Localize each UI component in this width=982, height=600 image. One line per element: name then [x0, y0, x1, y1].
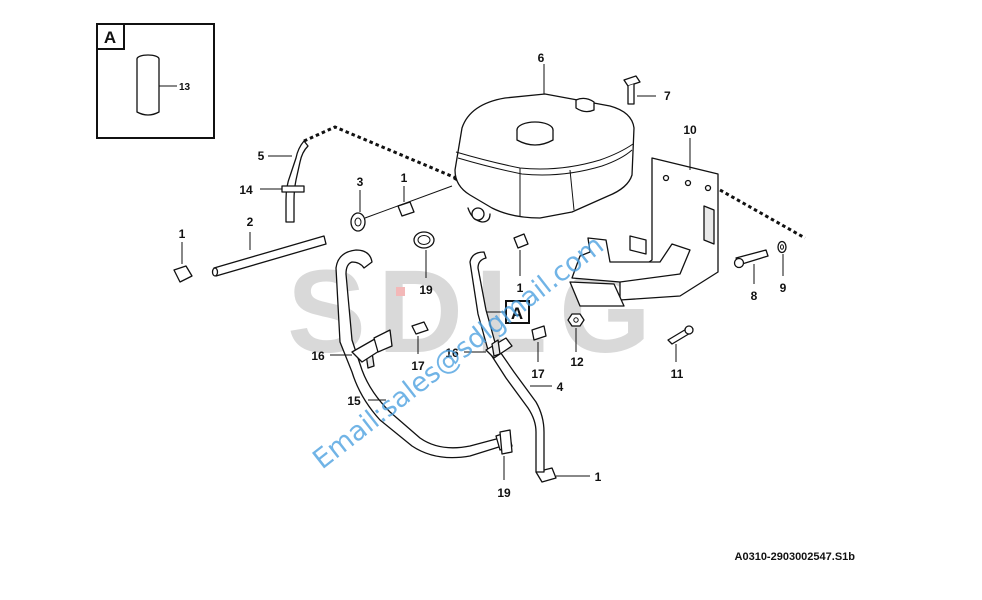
callout-4: 4 — [557, 380, 564, 394]
bolt-11 — [667, 325, 694, 362]
callout-16-right: 16 — [445, 346, 459, 360]
callout-5: 5 — [258, 149, 265, 163]
expansion-tank — [454, 64, 635, 223]
callout-12: 12 — [570, 355, 584, 369]
callout-9: 9 — [780, 281, 787, 295]
hose-5 — [260, 140, 309, 223]
callout-7: 7 — [664, 89, 671, 103]
callout-labels: 6 7 10 5 3 1 14 2 1 19 1 8 9 16 16 17 17… — [179, 51, 787, 500]
callout-1-mid: 1 — [517, 281, 524, 295]
callout-14: 14 — [239, 183, 253, 197]
detail-marker-label: A — [511, 304, 523, 323]
bolt-8 — [733, 249, 769, 284]
hose-bracket-16-right — [464, 337, 513, 359]
grommet-3 — [350, 185, 453, 232]
callout-17-right: 17 — [531, 367, 545, 381]
logo-red-mark — [396, 287, 405, 296]
detail-box-a: A 13 — [96, 23, 215, 139]
callout-10: 10 — [683, 123, 697, 137]
detail-marker-a: A — [486, 300, 530, 324]
clamp-1-top — [397, 186, 415, 217]
callout-6: 6 — [538, 51, 545, 65]
hose-clip-19-bottom — [499, 429, 513, 480]
nut-12 — [567, 313, 585, 352]
pipe-4 — [469, 251, 552, 473]
callout-2: 2 — [247, 215, 254, 229]
callout-19-top: 19 — [419, 283, 433, 297]
hose-bracket-16-left — [330, 329, 393, 363]
callout-1-left: 1 — [179, 227, 186, 241]
hose-clip-19-top — [413, 231, 435, 278]
clamp-1-mid — [513, 233, 529, 276]
callout-1-top: 1 — [401, 171, 408, 185]
tank-bracket — [569, 138, 719, 307]
bolt-17-left — [411, 321, 429, 354]
bolt-7 — [623, 75, 656, 105]
callout-13: 13 — [179, 82, 191, 93]
clamp-1-left — [173, 242, 193, 283]
filter-cartridge-part — [136, 54, 177, 116]
callout-3: 3 — [357, 175, 364, 189]
callout-11: 11 — [671, 367, 684, 381]
callout-19-bottom: 19 — [497, 486, 511, 500]
callout-15: 15 — [347, 394, 361, 408]
reference-code: A0310-2903002547.S1b — [735, 551, 856, 563]
callout-1-bottom: 1 — [595, 470, 602, 484]
detail-box-label: A — [104, 28, 116, 47]
callout-17-left: 17 — [411, 359, 425, 373]
callout-16-left: 16 — [311, 349, 325, 363]
washer-9 — [777, 240, 787, 276]
bolt-17-right — [531, 325, 547, 362]
callout-8: 8 — [751, 289, 758, 303]
hose-2 — [211, 232, 327, 277]
